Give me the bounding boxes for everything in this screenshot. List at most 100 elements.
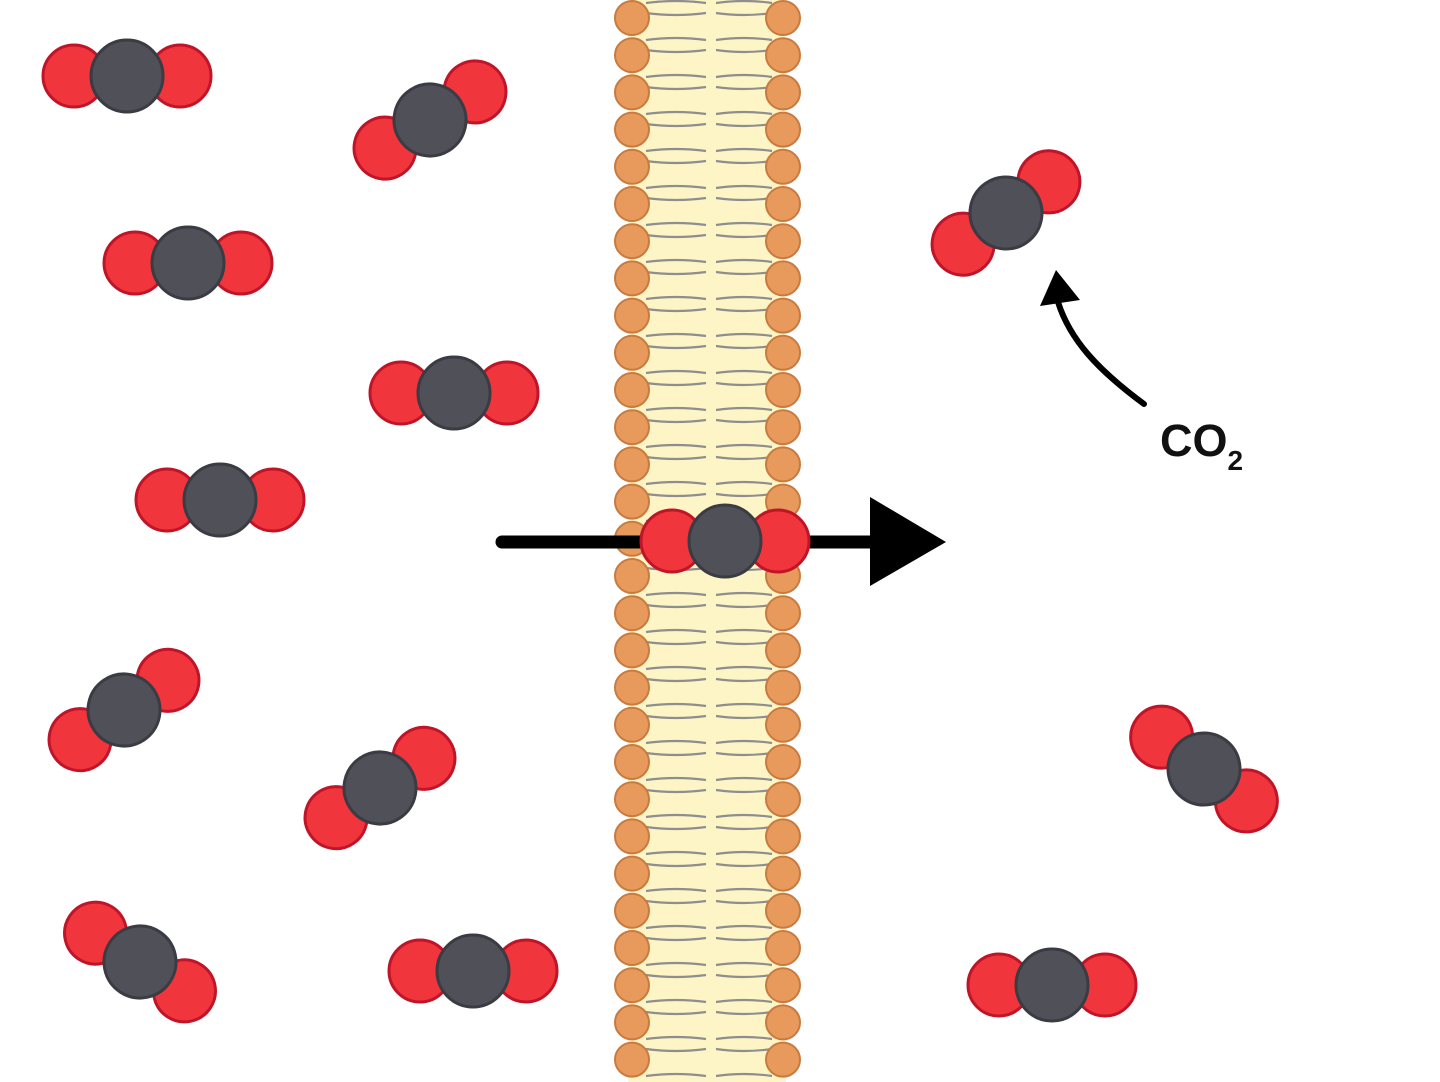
lipid-tail: [715, 0, 773, 5]
phospholipid-head: [765, 111, 801, 148]
lipid-tail: [645, 418, 707, 424]
phospholipid-head: [765, 706, 801, 743]
lipid-tail: [645, 1047, 707, 1053]
lipid-tail: [715, 36, 773, 42]
lipid-tail: [715, 110, 773, 116]
lipid-tail: [645, 443, 707, 449]
phospholipid-head: [614, 0, 650, 36]
co2-molecule-icon: [966, 947, 1138, 1023]
co2-molecule-icon: [134, 462, 306, 538]
phospholipid-head: [765, 186, 801, 222]
lipid-tail: [715, 961, 773, 967]
phospholipid-head: [765, 334, 801, 371]
carbon-atom: [435, 933, 511, 1009]
lipid-tail: [645, 751, 707, 757]
lipid-tail: [715, 1035, 773, 1041]
lipid-tail: [645, 640, 707, 646]
lipid-tail: [645, 295, 707, 301]
lipid-tail: [645, 813, 707, 819]
lipid-tails: [645, 0, 773, 1078]
lipid-tail: [645, 998, 707, 1004]
phospholipid-head: [614, 967, 650, 1004]
lipid-tail: [645, 591, 707, 597]
phospholipid-head: [765, 892, 801, 929]
lipid-tail: [645, 936, 707, 942]
lipid-tail: [715, 443, 773, 449]
carbon-atom: [86, 672, 162, 748]
phospholipid-head: [614, 297, 650, 334]
phospholipid-head: [614, 930, 650, 966]
lipid-tail: [715, 899, 773, 905]
lipid-tail: [645, 862, 707, 868]
lipid-tail: [645, 196, 707, 202]
lipid-tail: [715, 739, 773, 745]
co2-molecule-icon: [1129, 704, 1279, 834]
lipid-tail: [715, 591, 773, 597]
co2-molecule-icon: [41, 38, 213, 114]
phospholipid-head: [614, 558, 650, 594]
lipid-tail: [715, 862, 773, 868]
lipid-tail: [645, 369, 707, 375]
lipid-tail: [645, 381, 707, 387]
phospholipid-head: [614, 260, 650, 297]
phospholipid-head: [765, 1004, 801, 1041]
lipid-tail: [645, 73, 707, 79]
phospholipid-head: [765, 148, 801, 185]
lipid-tail: [715, 628, 773, 634]
lipid-tail: [645, 973, 707, 979]
lipid-tail: [645, 665, 707, 671]
lipid-tail: [715, 998, 773, 1004]
lipid-tail: [715, 776, 773, 782]
lipid-tail: [715, 850, 773, 856]
carbon-atom: [150, 225, 226, 301]
co2-molecule-icon: [387, 933, 559, 1009]
co2-label-main: CO: [1160, 415, 1228, 466]
lipid-tail: [715, 1047, 773, 1053]
lipid-tail: [645, 270, 707, 276]
lipid-tail: [715, 332, 773, 338]
phospholipid-head: [614, 669, 650, 706]
phospholipid-head: [765, 967, 801, 1004]
phospholipid-head: [765, 855, 801, 892]
lipid-tail: [645, 628, 707, 634]
carbon-atom: [392, 82, 468, 158]
phospholipid-head: [765, 297, 801, 334]
phospholipid-head: [614, 223, 650, 260]
co2-molecule-icon: [63, 900, 217, 1024]
phospholipid-head: [614, 818, 650, 855]
lipid-tail: [715, 973, 773, 979]
phospholipid-head: [614, 446, 650, 483]
co2-molecule-icon: [47, 647, 201, 773]
lipid-tail: [645, 480, 707, 486]
phospholipid-head: [614, 781, 650, 818]
carbon-atom: [416, 355, 492, 431]
lipid-tail: [645, 850, 707, 856]
lipid-tail: [645, 677, 707, 683]
lipid-tail: [645, 961, 707, 967]
lipid-tail: [715, 887, 773, 893]
lipid-tail: [645, 233, 707, 239]
phospholipid-head: [614, 744, 650, 780]
lipid-tail: [645, 1072, 707, 1078]
lipid-tail: [645, 0, 707, 5]
phospholipid-head: [614, 1004, 650, 1041]
lipid-tail: [645, 825, 707, 831]
phospholipid-head: [614, 372, 650, 408]
phospholipid-head: [614, 74, 650, 111]
phospholipid-head: [765, 37, 801, 74]
lipid-tail: [645, 603, 707, 609]
lipid-tail: [645, 899, 707, 905]
lipid-tail: [715, 147, 773, 153]
lipid-tail: [715, 221, 773, 227]
phospholipid-head: [765, 818, 801, 855]
carbon-atom: [182, 462, 258, 538]
lipid-tail: [715, 73, 773, 79]
lipid-tail: [645, 147, 707, 153]
phospholipid-head: [614, 706, 650, 743]
phospholipid-head: [614, 111, 650, 148]
lipid-tail: [645, 110, 707, 116]
phospholipid-head: [765, 409, 801, 446]
arrow-head: [870, 497, 946, 586]
co2-molecules: [41, 38, 1279, 1024]
